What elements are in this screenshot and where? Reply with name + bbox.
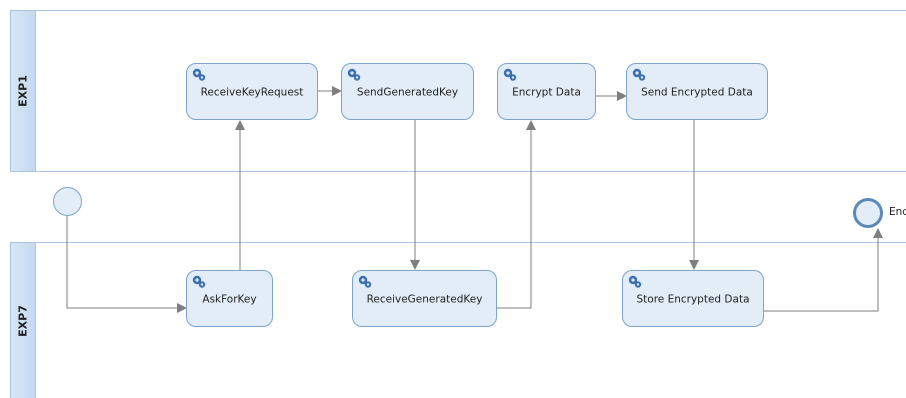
end-event[interactable]: [853, 198, 883, 228]
lane-header-exp7[interactable]: EXP7: [11, 243, 36, 398]
gear-icon: [503, 68, 517, 81]
flow-start-to-askforkey[interactable]: [66, 216, 187, 313]
lane-exp7: EXP7: [10, 242, 906, 398]
flow-receivegeneratedkey-to-encryptdata[interactable]: [497, 120, 536, 309]
task-send-encrypted-data[interactable]: Send Encrypted Data: [626, 63, 768, 120]
gear-icon: [358, 275, 372, 288]
gear-icon: [192, 275, 206, 288]
gear-icon: [192, 68, 206, 81]
task-label: SendGeneratedKey: [356, 86, 459, 99]
task-store-encrypted-data[interactable]: Store Encrypted Data: [622, 270, 764, 327]
task-encrypt-data[interactable]: Encrypt Data: [497, 63, 596, 120]
task-label: Encrypt Data: [512, 86, 581, 99]
gear-icon: [628, 275, 642, 288]
task-label: ReceiveGeneratedKey: [366, 293, 483, 306]
start-event[interactable]: [53, 187, 82, 216]
task-send-generated-key[interactable]: SendGeneratedKey: [341, 63, 474, 120]
task-receive-generated-key[interactable]: ReceiveGeneratedKey: [352, 270, 497, 327]
lane-header-exp1[interactable]: EXP1: [11, 11, 36, 171]
gear-icon: [347, 68, 361, 81]
lane-exp1: EXP1: [10, 10, 906, 172]
gear-icon: [632, 68, 646, 81]
task-label: ReceiveKeyRequest: [200, 86, 304, 99]
end-event-label: End: [889, 206, 906, 218]
task-label: AskForKey: [202, 293, 257, 306]
task-receive-key-request[interactable]: ReceiveKeyRequest: [186, 63, 318, 120]
task-ask-for-key[interactable]: AskForKey: [186, 270, 273, 327]
task-label: Send Encrypted Data: [641, 86, 753, 99]
task-label: Store Encrypted Data: [636, 293, 750, 306]
flow-storeencrypteddata-to-end[interactable]: [764, 228, 883, 312]
